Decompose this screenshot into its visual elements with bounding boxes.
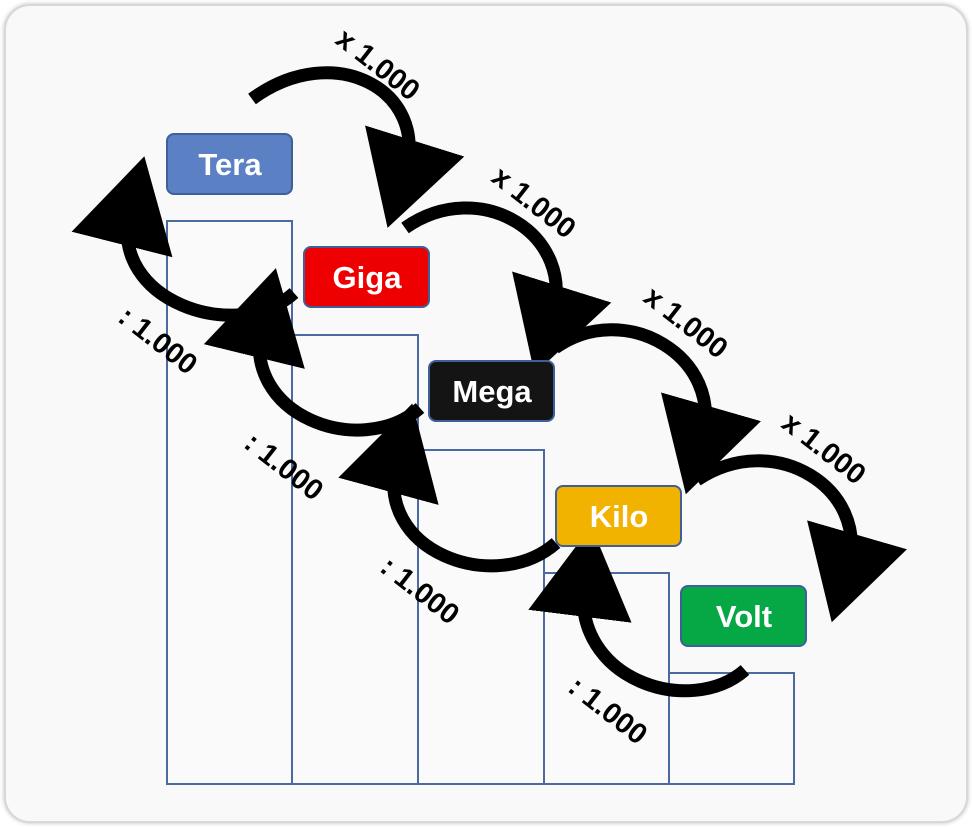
multiply-arrow-mega-kilo (551, 323, 761, 495)
unit-giga: Giga (303, 246, 430, 308)
unit-box-kilo (555, 485, 682, 547)
step-mega (417, 449, 545, 785)
unit-mega: Mega (428, 360, 555, 422)
unit-label-volt: Volt (716, 599, 772, 634)
unit-volt: Volt (680, 585, 807, 647)
multiply-arrow-kilo-volt (693, 454, 907, 623)
unit-label-tera: Tera (198, 147, 262, 182)
multiply-arrow-giga-mega (401, 201, 612, 374)
multiply-arrow-tera-giga (248, 66, 465, 228)
unit-label-kilo: Kilo (590, 499, 649, 534)
multiply-label-3: x 1.000 (638, 281, 734, 366)
divide-arrows (71, 156, 750, 698)
multiply-arrows (248, 66, 907, 623)
unit-kilo: Kilo (555, 485, 682, 547)
unit-box-tera (166, 133, 293, 195)
divide-arrow-volt-kilo (528, 525, 750, 698)
unit-box-mega (428, 360, 555, 422)
unit-box-giga (303, 246, 430, 308)
unit-box-volt (680, 585, 807, 647)
unit-tera: Tera (166, 133, 293, 195)
unit-label-mega: Mega (452, 374, 532, 409)
unit-label-giga: Giga (333, 260, 403, 295)
